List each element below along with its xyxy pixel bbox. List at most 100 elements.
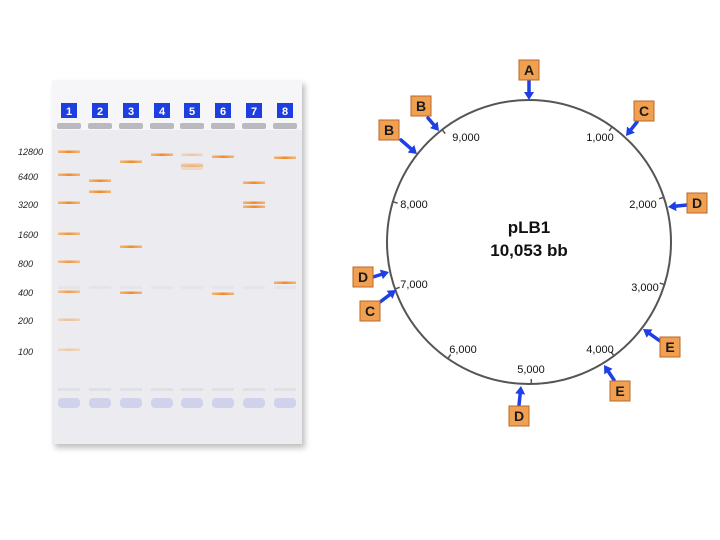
gel-band [243, 205, 265, 208]
coordinate-tick [608, 126, 613, 132]
site-arrow-shaft [378, 293, 392, 304]
lane-badge [246, 103, 262, 118]
coordinate-label: 9,000 [452, 132, 480, 144]
site-label: B [416, 98, 426, 114]
coordinate-label: 1,000 [586, 132, 614, 144]
gel-band [274, 281, 296, 284]
gel-band [274, 156, 296, 159]
site-label-box [508, 405, 530, 427]
site-label: D [692, 195, 702, 211]
restriction-site-marker: B [378, 119, 417, 154]
restriction-site-marker: D [668, 192, 708, 214]
site-arrow-shaft [647, 331, 662, 343]
gel-band [58, 201, 80, 204]
ladder-label: 1600 [18, 230, 38, 240]
site-arrow-shaft [606, 369, 616, 382]
site-label: C [365, 303, 375, 319]
site-label-box [518, 59, 540, 81]
coordinate-label: 5,000 [517, 364, 545, 376]
site-label-box [359, 300, 381, 322]
coordinate-label: 8,000 [400, 199, 428, 211]
ladder-label: 100 [18, 347, 33, 357]
gel-band [58, 290, 80, 293]
faint-band [274, 286, 296, 289]
lane-badge [277, 103, 293, 118]
gel-well [180, 123, 204, 129]
restriction-site-marker: D [352, 266, 389, 288]
site-label-box [352, 266, 374, 288]
site-arrow-shaft [674, 203, 689, 208]
lane-badge [215, 103, 231, 118]
lane-badge [92, 103, 108, 118]
gel-band [58, 348, 80, 351]
ladder-label: 400 [18, 288, 33, 298]
ladder-label: 6400 [18, 172, 38, 182]
gel-well [242, 123, 266, 129]
faint-band [181, 388, 203, 391]
dye-front-blob [151, 398, 173, 408]
gel-well [211, 123, 235, 129]
plasmid-name: pLB1 [508, 218, 551, 237]
restriction-site-marker: D [508, 386, 530, 427]
coordinate-tick [610, 351, 615, 357]
gel-band [120, 291, 142, 294]
gel-faint-bands [58, 286, 296, 408]
site-label-box [659, 336, 681, 358]
lane-number: 4 [159, 106, 166, 118]
site-label: C [639, 103, 649, 119]
dye-front-blob [243, 398, 265, 408]
faint-band [120, 286, 142, 289]
plasmid-size: 10,053 bb [490, 241, 568, 260]
gel-band [181, 164, 203, 167]
site-label-box [633, 100, 655, 122]
site-label: E [665, 339, 674, 355]
coordinate-tick [392, 200, 398, 204]
lane-number: 6 [220, 106, 226, 118]
gel-band [212, 155, 234, 158]
gel-well [150, 123, 174, 129]
gel-band [181, 153, 203, 156]
lane-badge [184, 103, 200, 118]
site-arrow-shaft [629, 120, 639, 132]
coordinate-tick [394, 286, 400, 290]
faint-band [89, 286, 111, 289]
site-label-box [378, 119, 400, 141]
dye-front-blob [89, 398, 111, 408]
lane-number: 7 [251, 106, 257, 118]
site-arrow-shaft [399, 138, 413, 151]
site-arrow-shaft [426, 116, 436, 127]
plasmid-coordinate-labels: 1,0002,0003,0004,0005,0006,0007,0008,000… [400, 132, 659, 376]
site-arrow-head [407, 144, 417, 154]
site-arrow-head [515, 386, 526, 395]
gel-background [52, 80, 302, 444]
gel-band [58, 150, 80, 153]
lane-number: 1 [66, 106, 72, 118]
gel-wells [57, 123, 297, 129]
site-arrow-head [524, 92, 534, 100]
dye-front-blob [212, 398, 234, 408]
gel-band-smear [181, 163, 203, 170]
coordinate-label: 3,000 [631, 282, 659, 294]
faint-band [212, 286, 234, 289]
restriction-site-marker: E [643, 329, 681, 358]
site-arrow-head [430, 121, 439, 131]
lane-badge [123, 103, 139, 118]
gel-well [88, 123, 112, 129]
site-arrow-head [386, 290, 396, 299]
coordinate-label: 4,000 [586, 344, 614, 356]
site-arrow-head [668, 201, 677, 212]
gel-band [243, 201, 265, 204]
lane-number: 3 [128, 106, 134, 118]
faint-band [243, 388, 265, 391]
coordinate-label: 2,000 [629, 199, 657, 211]
gel-band [58, 318, 80, 321]
faint-band [181, 286, 203, 289]
faint-band [58, 286, 80, 289]
gel-well [119, 123, 143, 129]
lane-number: 8 [282, 106, 288, 118]
coordinate-tick [447, 353, 452, 359]
site-label: A [524, 62, 534, 78]
